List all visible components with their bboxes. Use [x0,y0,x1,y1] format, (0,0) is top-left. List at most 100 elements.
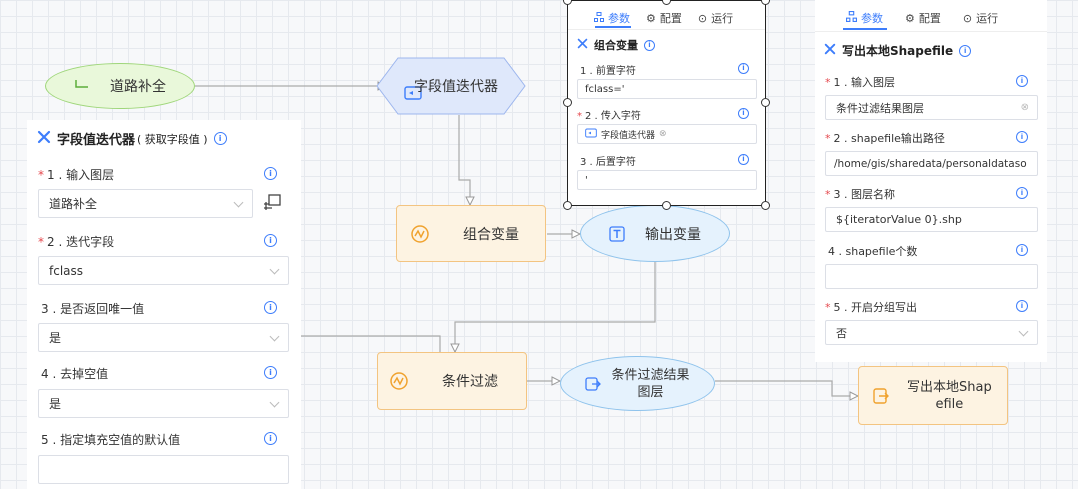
field-label: *2 . shapefile输出路径 [825,132,945,145]
field-value: 道路补全 [49,197,98,211]
node-label: 字段值迭代器 [414,79,498,95]
node-road-supplement[interactable]: 道路补全 [45,63,195,109]
unique-value-select[interactable]: 是 [38,323,289,352]
field-label: *2 . 迭代字段 [38,235,115,249]
info-icon[interactable]: i [264,366,277,379]
pulse-icon [390,372,408,390]
default-fill-input[interactable] [38,455,289,484]
divider [815,31,1047,32]
info-icon[interactable]: i [264,301,277,314]
layer-name-input[interactable]: ${iteratorValue 0}.shp [825,207,1038,232]
field-label: 4 . shapefile个数 [828,245,918,258]
resize-handle[interactable] [662,201,671,210]
resize-handle[interactable] [563,0,572,5]
info-icon[interactable]: i [1016,131,1028,143]
params-icon [594,11,604,25]
info-icon[interactable]: i [1016,75,1028,87]
resize-handle[interactable] [761,201,770,210]
shapefile-count-input[interactable] [825,264,1038,289]
text-t-icon [609,225,625,242]
remove-null-select[interactable]: 是 [38,389,289,418]
tab-run[interactable]: ⊙运行 [962,11,999,26]
info-icon[interactable]: i [213,132,227,145]
tool-icon [577,38,588,52]
tab-params[interactable]: 参数 [594,10,630,26]
clear-icon[interactable]: ⊗ [1020,102,1029,113]
info-icon[interactable]: i [738,63,749,74]
chevron-down-icon [269,331,280,341]
resize-handle[interactable] [761,98,770,107]
tag-label: 字段值迭代器 [601,130,656,141]
field-label: *1 . 输入图层 [825,76,895,89]
panel-tabs: 参数 ⚙配置 ⊙运行 [594,10,733,26]
tab-config[interactable]: ⚙配置 [905,11,941,26]
chevron-down-icon [1018,326,1029,336]
node-label-line1: 条件过滤结果 [611,367,690,383]
clear-icon[interactable]: ⊗ [659,129,667,139]
info-icon[interactable]: i [959,44,972,57]
chevron-down-icon [269,397,280,407]
info-icon[interactable]: i [738,154,749,165]
divider [568,29,765,30]
panel-title: 组合变量 i [577,37,655,53]
resize-handle[interactable] [662,0,671,5]
input-layer-field[interactable]: 条件过滤结果图层 ⊗ [825,95,1038,120]
tab-config[interactable]: ⚙配置 [646,11,682,26]
info-icon[interactable]: i [644,39,655,51]
prefix-input[interactable]: fclass=' [577,79,757,99]
field-label: *5 . 开启分组写出 [825,301,917,314]
tab-params[interactable]: 参数 [846,10,883,26]
write-shapefile-panel: 参数 ⚙配置 ⊙运行 写出本地Shapefile i *1 . 输入图层 i 条… [815,0,1047,362]
node-condition-filter[interactable]: 条件过滤 [377,352,527,410]
node-label: 输出变量 [645,226,701,243]
panel-subtitle: ( 获取字段值 ) [137,132,208,146]
input-layer-select[interactable]: 道路补全 [38,189,253,218]
field-value: 是 [49,397,62,411]
node-filter-result-layer[interactable]: 条件过滤结果 图层 [560,356,715,411]
node-output-variable[interactable]: 输出变量 [580,205,730,262]
resize-handle[interactable] [761,0,770,5]
panel-title: 写出本地Shapefile i [824,42,972,59]
field-label: 5 . 指定填充空值的默认值 [41,433,181,447]
node-label-group: 条件过滤结果 图层 [611,367,689,401]
active-tab-indicator [595,26,631,28]
tab-run[interactable]: ⊙运行 [697,11,734,26]
info-icon[interactable]: i [1016,300,1028,312]
branch-icon [74,79,90,93]
iterate-field-select[interactable]: fclass [38,256,289,285]
gear-icon: ⚙ [646,11,656,25]
info-icon[interactable]: i [264,432,277,445]
active-tab-indicator [843,28,887,30]
info-icon[interactable]: i [264,167,277,180]
node-field-iterator[interactable]: 字段值迭代器 [376,57,526,115]
input-char-field[interactable]: 字段值迭代器 ⊗ [577,124,757,144]
node-combine-variable[interactable]: 组合变量 [396,205,546,262]
panel-title-text: 写出本地Shapefile [842,44,954,58]
group-write-select[interactable]: 否 [825,320,1038,345]
field-label: 3 . 后置字符 [580,157,636,168]
panel-tabs: 参数 ⚙配置 ⊙运行 [846,10,998,26]
info-icon[interactable]: i [1016,187,1028,199]
pulse-icon [411,224,429,243]
chat-icon: ⊙ [962,11,973,25]
resize-handle[interactable] [563,201,572,210]
pick-layer-icon[interactable] [263,194,281,216]
node-label: 组合变量 [463,226,519,243]
resize-handle[interactable] [563,98,572,107]
node-label-line2: 图层 [637,384,664,400]
output-path-input[interactable]: /home/gis/sharedata/personaldataso [825,151,1038,176]
info-icon[interactable]: i [738,108,749,119]
suffix-input[interactable]: ' [577,170,757,190]
node-write-shapefile[interactable]: 写出本地Shap efile [858,366,1008,425]
info-icon[interactable]: i [1016,244,1028,256]
field-iterator-panel: 字段值迭代器 ( 获取字段值 ) i *1 . 输入图层 i 道路补全 *2 .… [27,120,301,489]
export-icon [873,387,889,404]
node-label: 条件过滤 [442,374,498,390]
info-icon[interactable]: i [264,234,277,247]
layer-export-icon [585,376,602,392]
params-icon [846,11,857,25]
panel-title-text: 字段值迭代器 [57,133,136,148]
chat-icon: ⊙ [697,11,708,25]
node-label-line2: efile [935,396,964,412]
combine-variable-panel[interactable]: 参数 ⚙配置 ⊙运行 组合变量 i 1 . 前置字符 i fclass=' *2… [567,0,766,206]
